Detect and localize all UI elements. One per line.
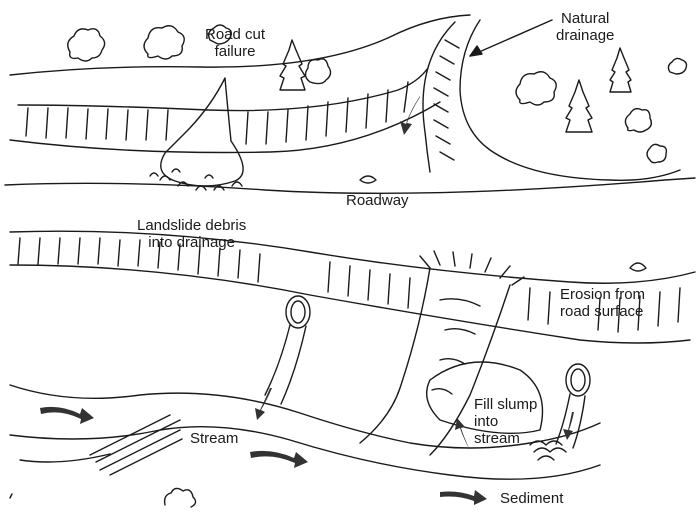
trees-top-right-icon [516,48,687,163]
stream-label: Stream [190,430,238,447]
road-cut-failure-label: Road cut failure [205,26,265,60]
conifer-trees-top-icon [280,40,331,90]
fill-slump-label: Fill slump into stream [474,396,537,447]
sediment-label: Sediment [500,490,563,507]
landslide-debris-blocks [150,169,242,190]
slump-direction-arrow-icon [455,418,470,450]
upper-culvert [360,176,376,183]
erosion-label: Erosion from road surface [560,286,645,320]
right-culvert [630,263,646,271]
landslide-debris-label: Landslide debris into drainage [137,217,246,251]
bottom-shrubs-icon [10,488,196,507]
sediment-flow-arrow-icon [440,490,487,505]
roadway-label: Roadway [346,192,409,209]
natural-drainage-pointer-head [470,46,482,56]
stream-flow-arrow-left-icon [40,407,94,424]
culvert-pipe-right [556,364,590,448]
natural-drainage-label: Natural drainage [556,10,614,44]
natural-drainage-pointer [470,20,552,56]
culvert-pipe-left [265,296,310,404]
stream-flow-arrow-mid-icon [250,451,308,468]
